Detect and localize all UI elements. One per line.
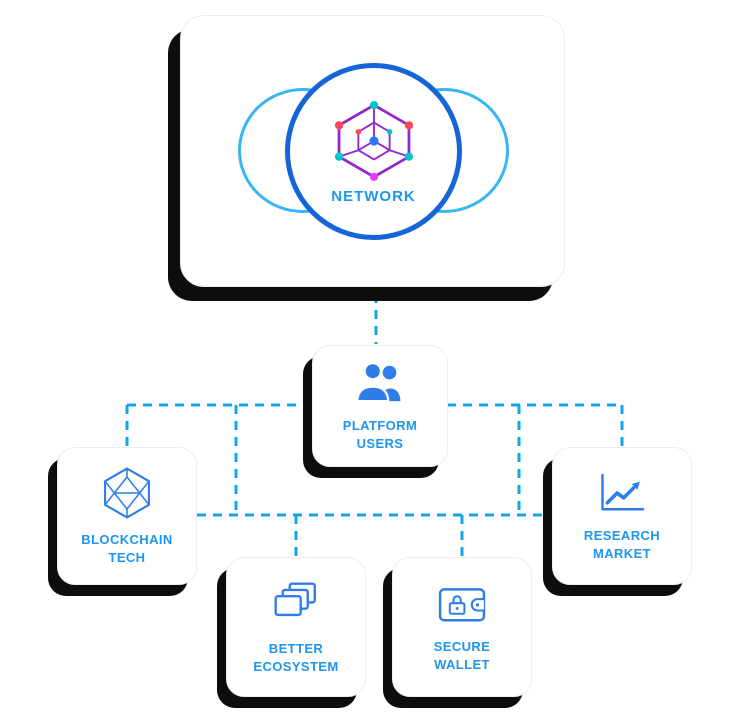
- node-card-research-market: RESEARCH MARKET: [552, 447, 692, 585]
- network-label: NETWORK: [331, 187, 416, 205]
- node-label-better-ecosystem: BETTER ECOSYSTEM: [253, 640, 338, 675]
- node-label-research-market: RESEARCH MARKET: [584, 527, 660, 562]
- node-card-better-ecosystem: BETTER ECOSYSTEM: [226, 557, 366, 697]
- network-card: NETWORK: [180, 15, 565, 287]
- label-line: PLATFORM: [342, 417, 418, 433]
- blockchain-icon: [104, 467, 150, 519]
- node-label-blockchain-tech: BLOCKCHAIN TECH: [81, 531, 172, 566]
- label-line: WALLET: [434, 656, 490, 672]
- stacked-layers-icon: [274, 582, 316, 617]
- users-icon: [356, 361, 401, 403]
- label-line: TECH: [108, 549, 146, 565]
- label-line: BLOCKCHAIN: [81, 531, 173, 547]
- node-card-secure-wallet: SECURE WALLET: [392, 557, 532, 697]
- label-line: ECOSYSTEM: [253, 658, 339, 674]
- label-line: RESEARCH: [583, 527, 661, 543]
- wallet-lock-icon: [438, 588, 486, 622]
- label-line: BETTER: [268, 640, 324, 656]
- label-line: MARKET: [592, 545, 651, 561]
- hexagon-network-icon: [334, 100, 413, 181]
- growth-chart-icon: [601, 473, 645, 511]
- node-label-platform-users: PLATFORM USERS: [343, 417, 417, 452]
- hexagon-nodes: [334, 100, 413, 181]
- node-card-blockchain-tech: BLOCKCHAIN TECH: [57, 447, 197, 585]
- node-label-secure-wallet: SECURE WALLET: [434, 638, 491, 673]
- label-line: SECURE: [433, 638, 491, 654]
- network-circle: NETWORK: [285, 63, 462, 240]
- label-line: USERS: [356, 435, 404, 451]
- node-card-platform-users: PLATFORM USERS: [312, 345, 448, 467]
